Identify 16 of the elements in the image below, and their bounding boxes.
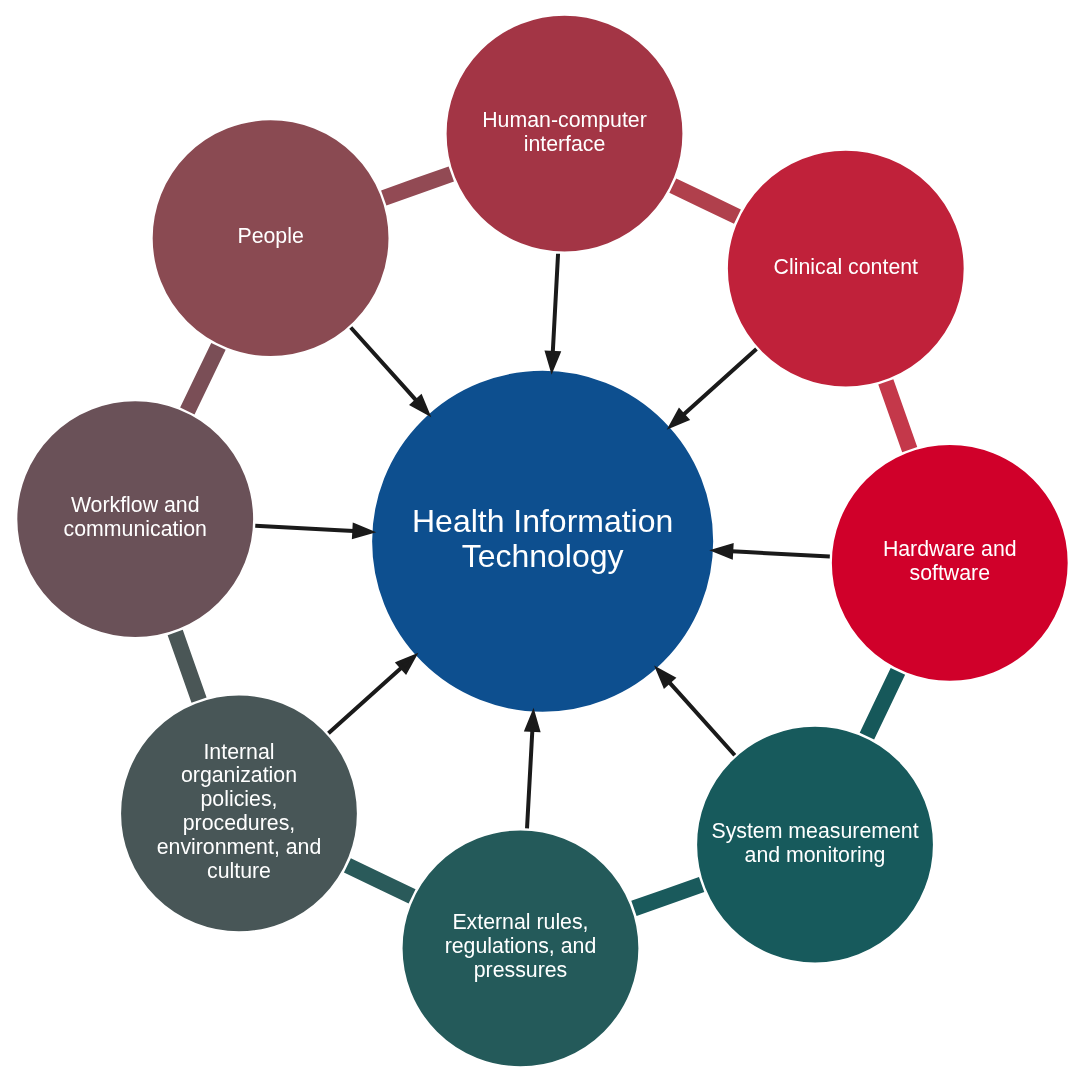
arrow <box>254 522 376 540</box>
connector <box>380 166 454 206</box>
connector <box>167 629 207 703</box>
arrow <box>543 253 561 375</box>
connector <box>343 858 416 904</box>
arrow <box>666 347 758 430</box>
connector <box>877 379 917 453</box>
connector <box>179 342 226 415</box>
connector <box>668 178 741 224</box>
arrow <box>653 665 736 757</box>
arrow <box>708 543 830 560</box>
connector <box>859 667 905 740</box>
arrow <box>523 707 541 829</box>
arrow <box>348 326 431 418</box>
connector <box>630 877 704 916</box>
arrow <box>326 652 418 735</box>
